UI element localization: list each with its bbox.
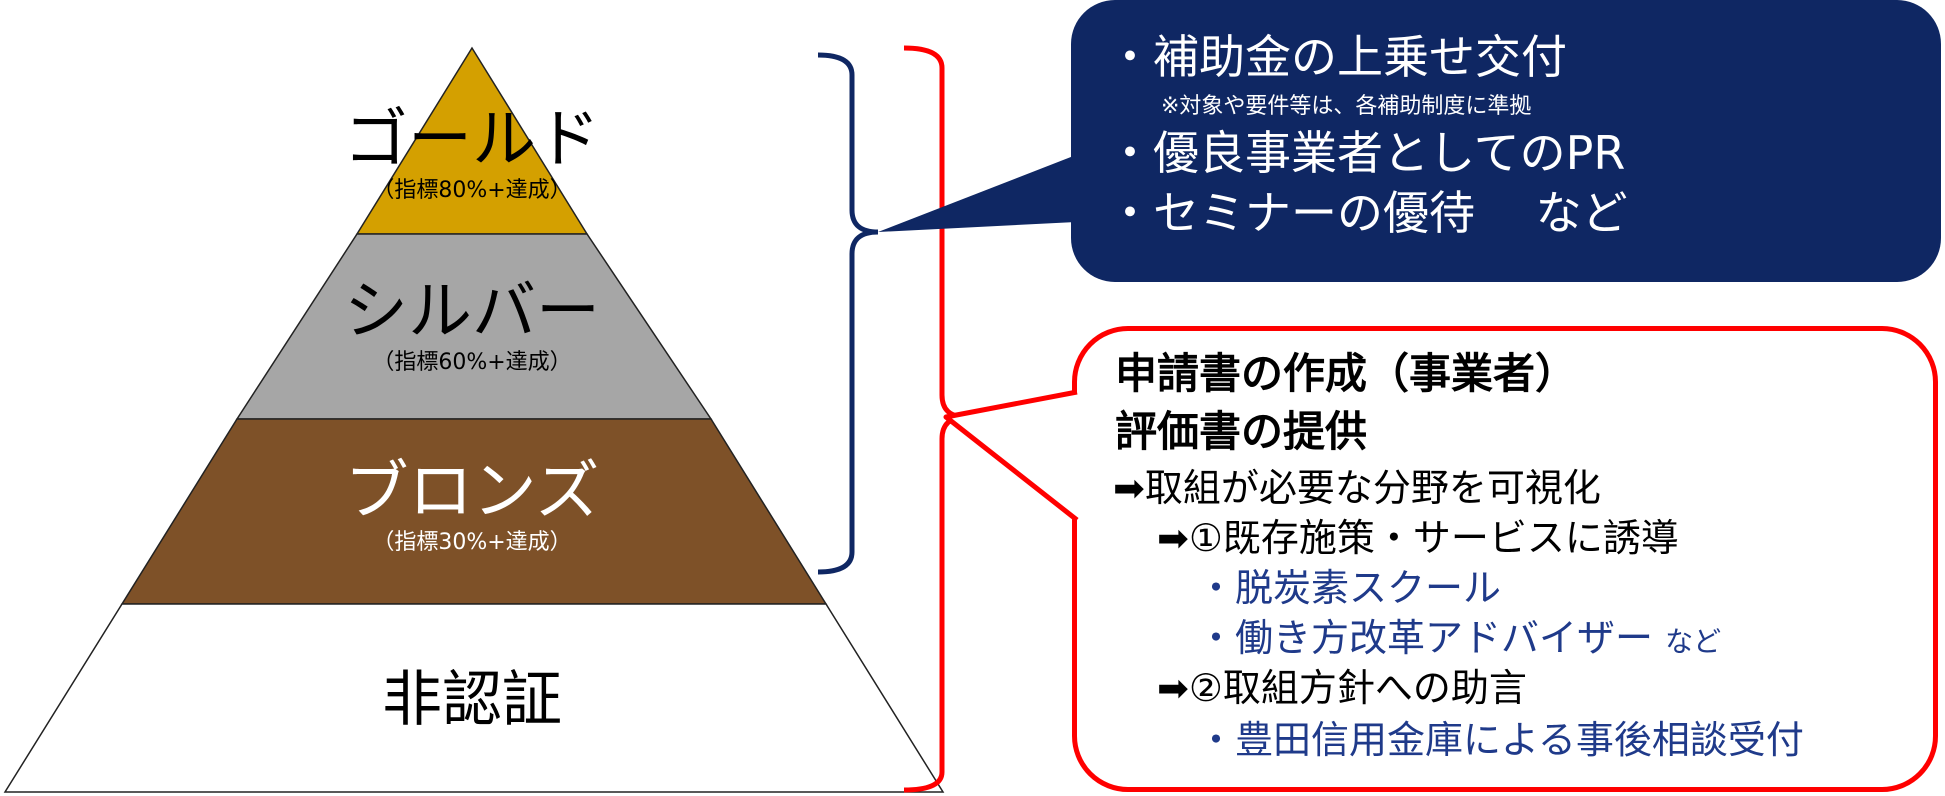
service-workstyle-advisor: ・働き方改革アドバイザー など	[1197, 619, 1721, 657]
tier-bronze-criterion: （指標30%+達成）	[372, 530, 572, 555]
tier-silver-label: シルバー （指標60%+達成）	[344, 280, 600, 374]
service-workstyle-advisor-text: ・働き方改革アドバイザー	[1197, 616, 1654, 660]
process-policy-advice: ➡②取組方針への助言	[1157, 666, 1527, 710]
process-heading-evaluation: 評価書の提供	[1115, 407, 1368, 456]
process-heading-application: 申請書の作成（事業者）	[1115, 349, 1578, 398]
tier-silver-criterion: （指標60%+達成）	[372, 350, 572, 375]
process-callout: 申請書の作成（事業者） 評価書の提供 ➡取組が必要な分野を可視化 ➡①既存施策・…	[1072, 326, 1938, 792]
tier-bronze-name: ブロンズ	[344, 455, 600, 529]
benefits-callout: ・補助金の上乗せ交付 ※対象や要件等は、各補助制度に準拠 ・優良事業者としてのP…	[1071, 0, 1941, 282]
tier-none-shape	[3, 603, 945, 793]
tier-gold-criterion: （指標80%+達成）	[372, 178, 572, 203]
service-workstyle-advisor-suffix: など	[1665, 625, 1722, 658]
benefits-callout-tail	[878, 155, 1076, 232]
benefit-subsidy-note: ※対象や要件等は、各補助制度に準拠	[1161, 94, 1532, 119]
tier-bronze-label: ブロンズ （指標30%+達成）	[345, 460, 600, 554]
service-consultation: ・豊田信用金庫による事後相談受付	[1197, 718, 1804, 762]
tier-gold-name: ゴールド	[344, 103, 600, 177]
benefit-seminar: ・セミナーの優待 など	[1107, 186, 1628, 240]
tier-none-label: 非認証	[382, 670, 562, 730]
tier-gold-label: ゴールド （指標80%+達成）	[344, 108, 600, 202]
service-decarbonization-school: ・脱炭素スクール	[1197, 566, 1502, 610]
process-guide-services: ➡①既存施策・サービスに誘導	[1157, 516, 1679, 560]
process-visualize: ➡取組が必要な分野を可視化	[1113, 466, 1601, 510]
tier-silver-name: シルバー	[344, 275, 600, 349]
benefit-pr: ・優良事業者としてのPR	[1107, 126, 1626, 180]
benefit-subsidy: ・補助金の上乗せ交付	[1107, 30, 1567, 84]
tier-none-name: 非認証	[382, 665, 562, 735]
